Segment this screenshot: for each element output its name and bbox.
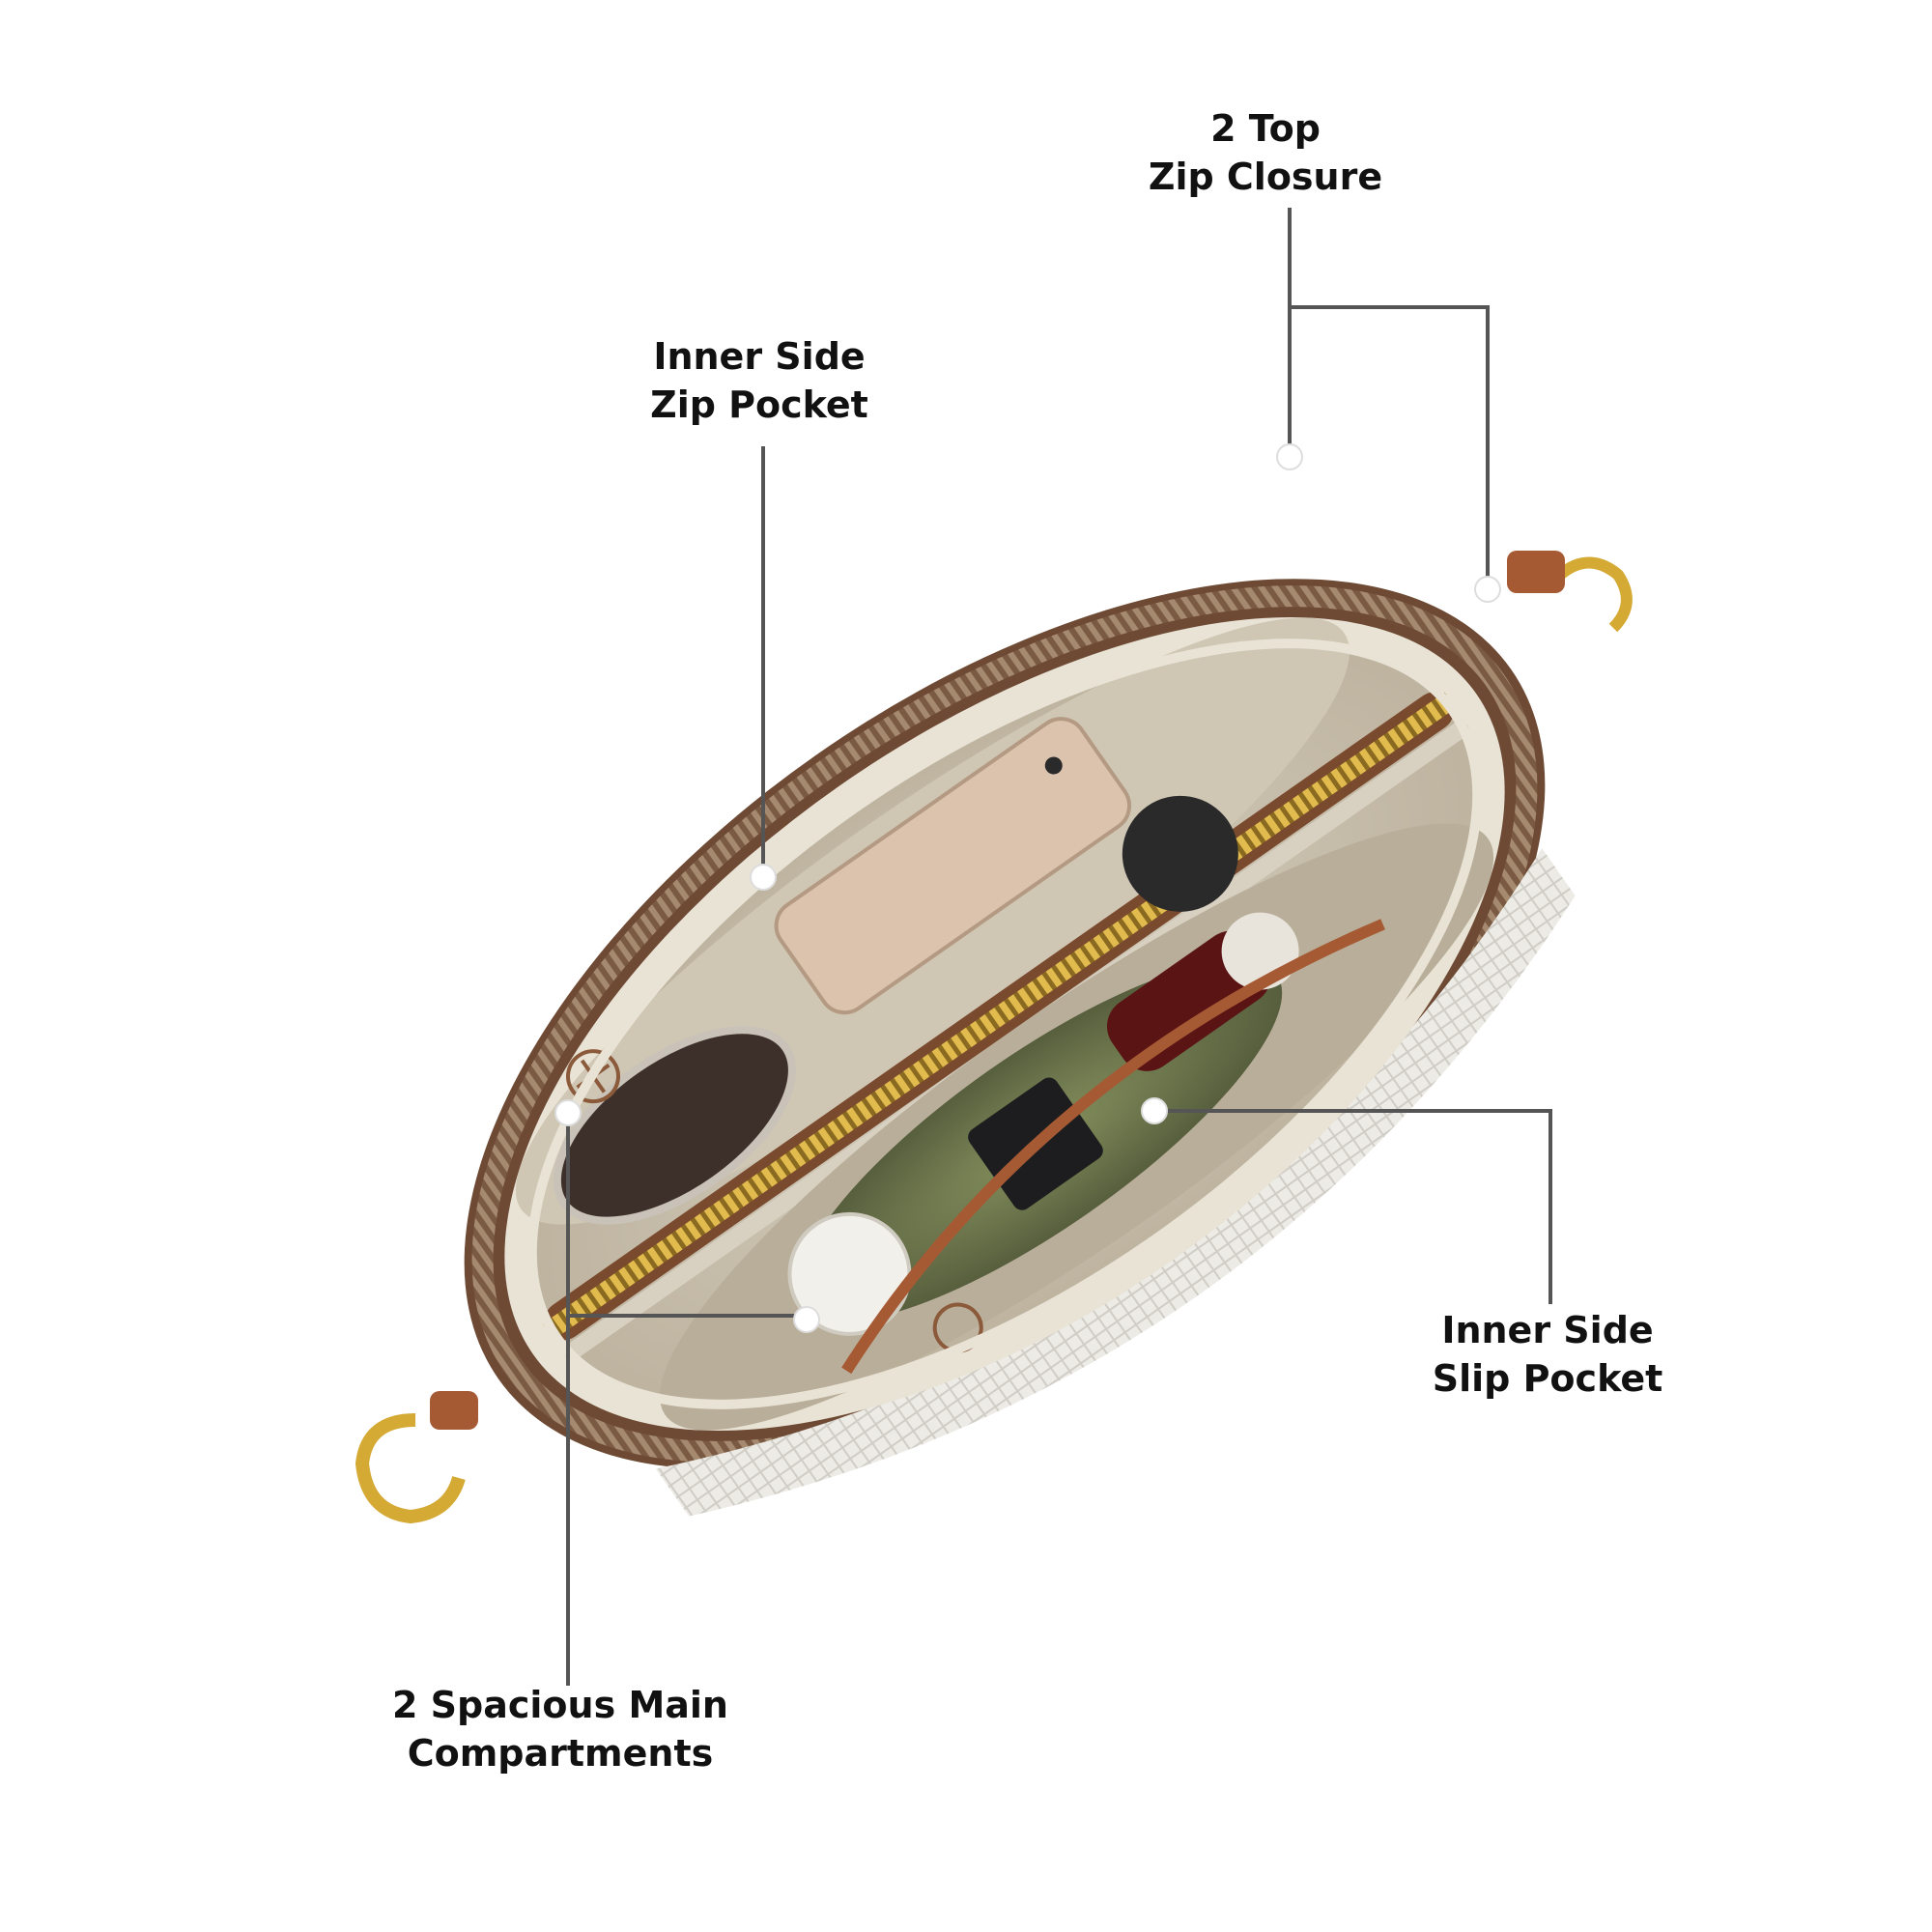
dot-zip-pocket (750, 864, 777, 891)
callout-zip-pocket-line1: Inner Side (653, 335, 866, 378)
leader-lines (566, 208, 1552, 1686)
callout-main-compartments: 2 Spacious Main Compartments (319, 1681, 802, 1777)
gold-ring-right (1507, 551, 1633, 633)
dot-top-zip-2 (1474, 576, 1501, 603)
callout-slip-pocket-line2: Slip Pocket (1432, 1357, 1663, 1400)
callout-slip-pocket-line1: Inner Side (1441, 1309, 1654, 1351)
bag-body (464, 579, 1576, 1517)
leader-slip-pocket (1154, 1109, 1552, 1304)
dot-top-zip-1 (1276, 443, 1303, 470)
dot-main-1 (554, 1099, 582, 1126)
gold-ring-left (355, 1391, 478, 1524)
lower-compartment (660, 795, 1494, 1431)
callout-top-zip-line2: Zip Closure (1148, 156, 1383, 198)
upper-compartment (515, 617, 1350, 1225)
callout-inner-zip-pocket: Inner Side Zip Pocket (566, 332, 952, 429)
callout-main-line2: Compartments (407, 1732, 714, 1775)
dot-slip-pocket (1141, 1097, 1168, 1124)
callout-top-zip-closure: 2 Top Zip Closure (1072, 104, 1459, 201)
leader-top-zip-bracket (1290, 305, 1490, 589)
callout-inner-slip-pocket: Inner Side Slip Pocket (1354, 1306, 1741, 1403)
callout-zip-pocket-line2: Zip Pocket (650, 384, 868, 426)
leader-dots (554, 443, 1501, 1333)
callout-main-line1: 2 Spacious Main (392, 1684, 728, 1726)
callout-top-zip-line1: 2 Top (1210, 107, 1321, 150)
dot-main-2 (793, 1306, 820, 1333)
